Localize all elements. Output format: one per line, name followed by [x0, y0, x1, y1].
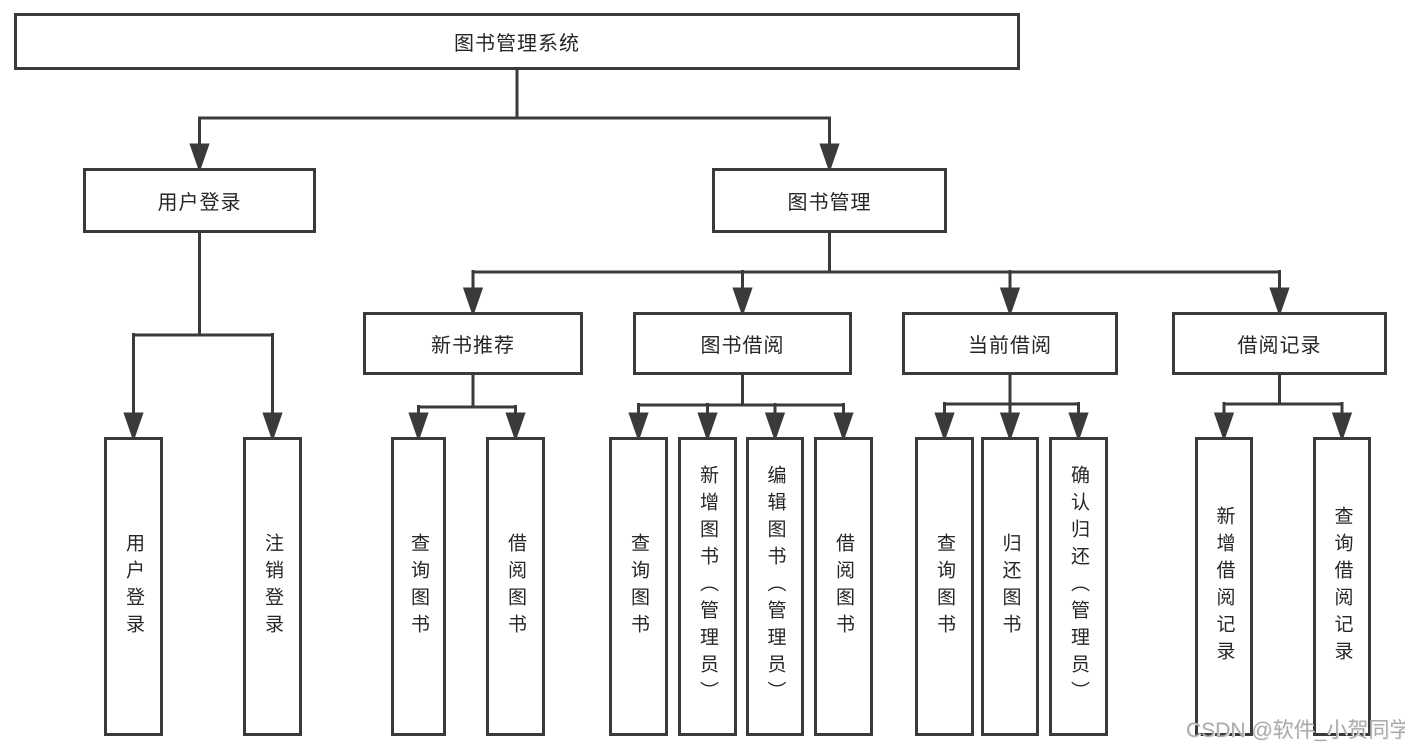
node-label: 用户登录: [157, 192, 242, 214]
node-user-login: 用户登录: [83, 168, 316, 233]
leaf-borrow-edit-books-admin: 编辑图书（管理员）: [746, 437, 804, 736]
node-book-borrowing: 图书借阅: [633, 312, 852, 375]
leaf-label: 注销登录: [262, 532, 283, 641]
leaf-borrow-add-books-admin: 新增图书（管理员）: [678, 437, 737, 736]
leaf-borrow-borrow-books: 借阅图书: [814, 437, 873, 736]
leaf-rec-query-books: 查询图书: [391, 437, 446, 736]
leaf-logout-login: 注销登录: [243, 437, 302, 736]
node-book-management: 图书管理: [712, 168, 947, 233]
node-label: 当前借阅: [968, 335, 1052, 357]
node-label: 借阅记录: [1237, 335, 1322, 357]
leaf-label: 查询图书: [934, 532, 955, 641]
node-label: 图书管理系统: [454, 33, 580, 55]
leaf-rec-borrow-books: 借阅图书: [486, 437, 545, 736]
node-label: 新书推荐: [431, 335, 515, 357]
leaf-label: 确认归还（管理员）: [1068, 465, 1089, 708]
leaf-label: 新增图书（管理员）: [697, 465, 718, 708]
csdn-watermark: CSDN @软件_小贺同学: [1186, 719, 1405, 742]
leaf-label: 编辑图书（管理员）: [764, 465, 786, 708]
leaf-label: 查询图书: [628, 532, 649, 641]
leaf-current-return-books: 归还图书: [981, 437, 1039, 736]
leaf-records-query-record: 查询借阅记录: [1313, 437, 1371, 736]
node-root: 图书管理系统: [14, 13, 1020, 70]
node-borrowing-records: 借阅记录: [1172, 312, 1387, 375]
leaf-records-add-record: 新增借阅记录: [1195, 437, 1253, 736]
leaf-label: 查询图书: [408, 532, 429, 641]
leaf-borrow-query-books: 查询图书: [609, 437, 668, 736]
leaf-current-confirm-return-admin: 确认归还（管理员）: [1049, 437, 1108, 736]
node-new-book-recommendation: 新书推荐: [363, 312, 583, 375]
leaf-label: 借阅图书: [833, 532, 854, 641]
leaf-label: 归还图书: [999, 532, 1021, 641]
leaf-label: 用户登录: [123, 532, 144, 641]
leaf-current-query-books: 查询图书: [915, 437, 974, 736]
node-current-borrowing: 当前借阅: [902, 312, 1118, 375]
node-label: 图书借阅: [700, 335, 785, 357]
leaf-label: 借阅图书: [505, 532, 526, 641]
leaf-label: 查询借阅记录: [1331, 505, 1353, 668]
leaf-label: 新增借阅记录: [1213, 505, 1235, 668]
leaf-user-login: 用户登录: [104, 437, 163, 736]
node-label: 图书管理: [787, 192, 872, 214]
